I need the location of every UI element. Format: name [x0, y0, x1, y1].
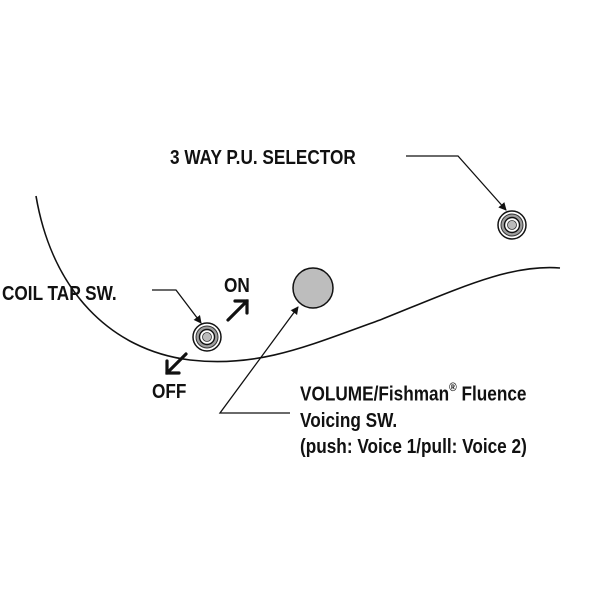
on-arrow-icon — [226, 299, 249, 322]
voicing-line: Voicing SW. — [300, 409, 398, 432]
coiltap-leader-line — [152, 289, 202, 324]
guitar-body-outline — [35, 195, 561, 363]
volume-title-line: VOLUME/Fishman® Fluence — [300, 376, 527, 408]
off-arrow-icon — [165, 352, 188, 375]
coiltap-label: COIL TAP SW. — [2, 283, 117, 305]
off-label: OFF — [152, 381, 187, 403]
on-label: ON — [224, 275, 250, 297]
selector-label: 3 WAY P.U. SELECTOR — [170, 147, 356, 169]
registered-mark: ® — [449, 380, 457, 394]
selector-switch-icon[interactable] — [497, 210, 527, 240]
selector-leader-line — [406, 155, 507, 211]
coiltap-switch-icon[interactable] — [192, 322, 222, 352]
volume-knob-icon[interactable] — [292, 267, 334, 309]
push-pull-line: (push: Voice 1/pull: Voice 2) — [300, 435, 527, 458]
volume-suffix: Fluence — [456, 383, 527, 406]
volume-label: VOLUME/Fishman® Fluence Voicing SW. (pus… — [300, 376, 527, 460]
volume-prefix: VOLUME/Fishman — [300, 383, 450, 406]
volume-leader-line — [218, 306, 299, 414]
